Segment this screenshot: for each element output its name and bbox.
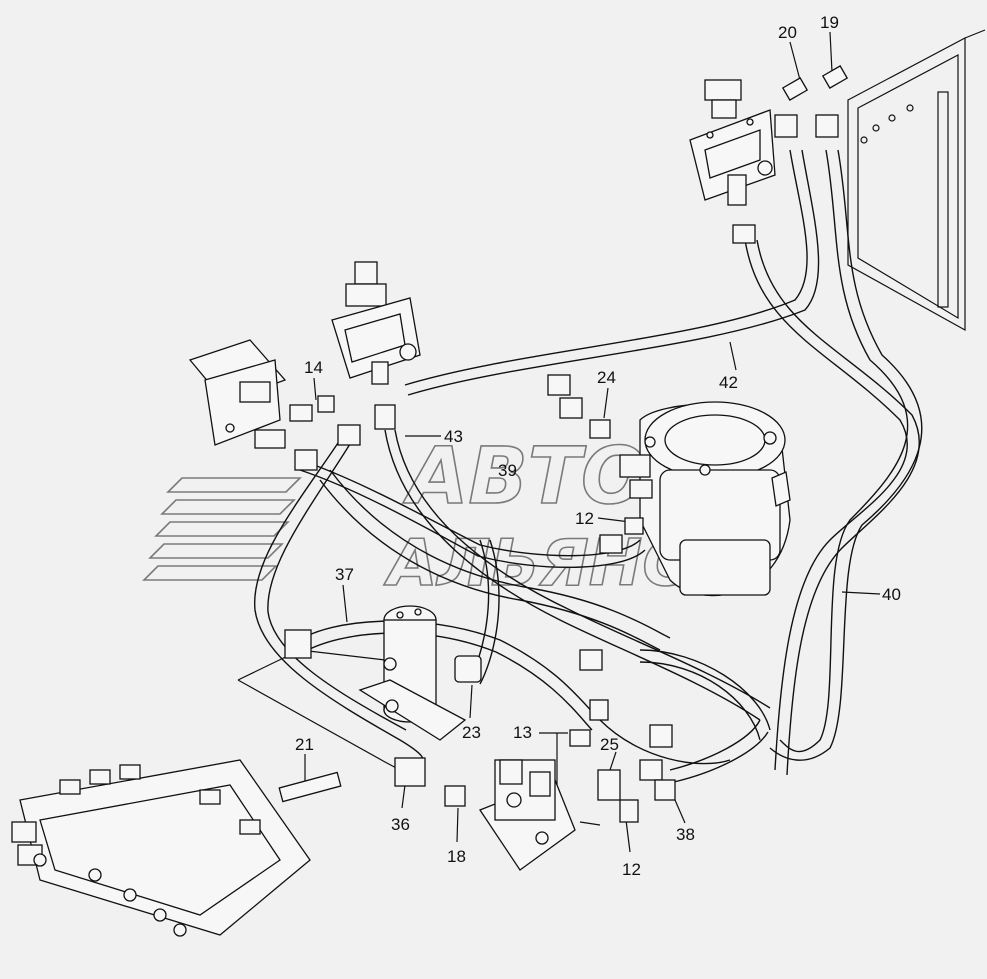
callout-38: 38 — [676, 825, 695, 844]
watermark: АВТО АЛЬЯНС — [142, 431, 690, 602]
callout-43: 43 — [444, 427, 463, 446]
control-valve-bank — [11, 759, 311, 937]
callout-25: 25 — [600, 735, 619, 754]
junction-block — [479, 759, 576, 871]
hoses — [254, 149, 923, 783]
watermark-logo-stripes — [142, 477, 302, 581]
swivel-joint — [358, 605, 482, 741]
callout-36: 36 — [391, 815, 410, 834]
callout-14: 14 — [304, 358, 323, 377]
callout-37: 37 — [335, 565, 354, 584]
watermark-line2: АЛЬЯНС — [383, 527, 689, 601]
hose-40 — [744, 239, 908, 771]
callout-13: 13 — [513, 723, 532, 742]
callout-21: 21 — [295, 735, 314, 754]
travel-motor — [619, 401, 791, 597]
callout-labels: 20 19 14 24 42 43 39 12 37 40 23 13 25 2… — [295, 13, 901, 879]
callout-23: 23 — [462, 723, 481, 742]
watermark-line1: АВТО — [402, 432, 647, 522]
callout-12-upper: 12 — [575, 509, 594, 528]
hose-37 — [299, 620, 601, 721]
pilot-valve-right — [689, 79, 776, 206]
tank-panel — [847, 29, 986, 332]
callout-20: 20 — [778, 23, 797, 42]
callout-18: 18 — [447, 847, 466, 866]
callout-42: 42 — [719, 373, 738, 392]
callout-39: 39 — [498, 461, 517, 480]
callout-40: 40 — [882, 585, 901, 604]
fittings — [278, 65, 849, 823]
pilot-valve-middle — [331, 261, 421, 385]
hose-42 — [404, 149, 808, 386]
callout-12-lower: 12 — [622, 860, 641, 879]
callout-24: 24 — [597, 368, 616, 387]
callout-19: 19 — [820, 13, 839, 32]
valve-block-left — [188, 339, 287, 449]
